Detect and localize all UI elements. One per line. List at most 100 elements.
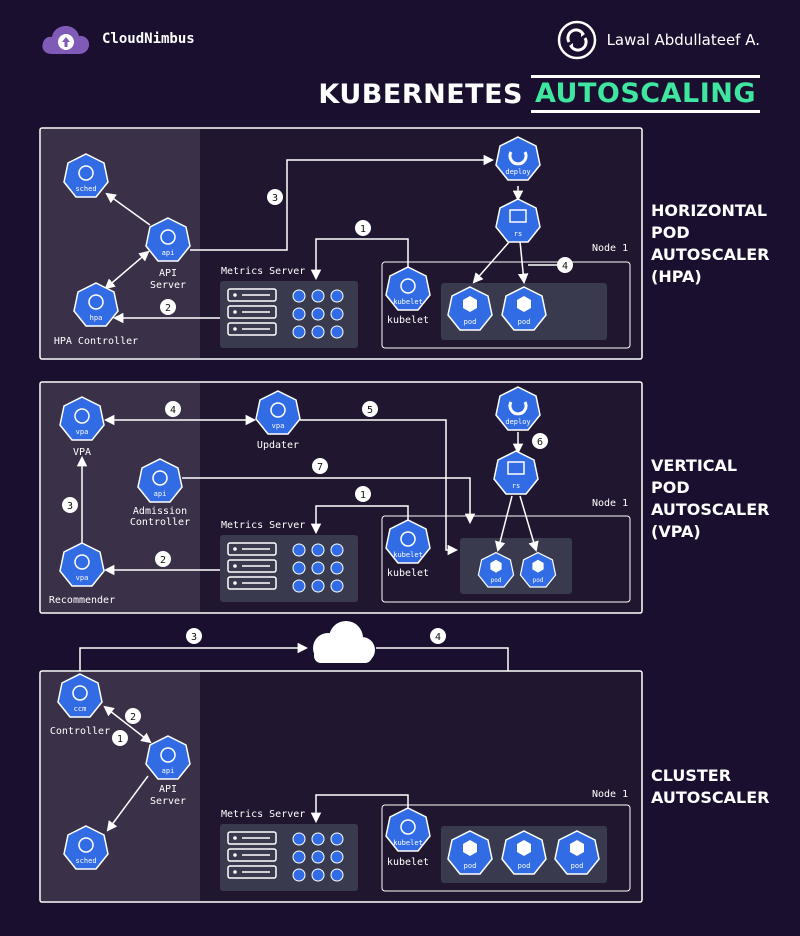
vpa-metrics-label: Metrics Server — [221, 520, 305, 531]
hpa-step-badge: 3 — [267, 189, 283, 205]
admission-line-2: Controller — [130, 517, 190, 528]
svg-text:deploy: deploy — [505, 168, 530, 176]
pod-icon: pod — [501, 830, 547, 875]
hpa-panel: Node 1 Metrics Server — [39, 127, 643, 360]
pod-icon: pod — [519, 551, 557, 588]
cloud-icon — [313, 621, 375, 663]
hpa-icon: hpa — [73, 282, 119, 327]
svg-text:pod: pod — [464, 862, 477, 870]
vpa-step-badge: 4 — [165, 401, 181, 417]
vpa-step-badge: 7 — [312, 458, 328, 474]
svg-text:pod: pod — [518, 318, 531, 326]
svg-text:hpa: hpa — [90, 314, 103, 322]
hpa-section-label: HORIZONTAL POD AUTOSCALER (HPA) — [651, 201, 770, 286]
vpa-step-badge: 3 — [62, 497, 78, 513]
svg-text:3: 3 — [67, 501, 73, 512]
svg-text:4: 4 — [170, 405, 176, 416]
kubelet-icon: kubelet — [385, 266, 431, 311]
svg-text:kubelet: kubelet — [393, 298, 423, 306]
hpa-step-badge: 4 — [557, 257, 573, 273]
svg-text:2: 2 — [165, 303, 171, 314]
brand-name: CloudNimbus — [102, 31, 195, 47]
controller-label: Controller — [50, 726, 110, 737]
svg-text:rs: rs — [514, 230, 522, 238]
vpa-step-badge: 6 — [532, 433, 548, 449]
cloud-upload-icon — [42, 26, 90, 54]
server-rack-icon — [227, 288, 277, 336]
svg-text:3: 3 — [272, 193, 278, 204]
svg-text:pod: pod — [571, 862, 584, 870]
svg-text:1: 1 — [360, 224, 366, 235]
ca-panel: 3 4 Node 1 Metrics Server — [39, 621, 643, 903]
kubelet-label: kubelet — [387, 857, 429, 868]
svg-text:6: 6 — [537, 437, 543, 448]
kubelet-icon: kubelet — [385, 519, 431, 564]
admission-line-1: Admission — [133, 506, 187, 517]
svg-text:vpa: vpa — [76, 428, 89, 436]
svg-text:4: 4 — [435, 632, 441, 643]
recommender-label: Recommender — [49, 595, 115, 606]
svg-text:pod: pod — [464, 318, 477, 326]
server-rack-icon — [227, 542, 277, 590]
brand: CloudNimbus — [40, 22, 195, 56]
pod-icon: pod — [554, 830, 600, 875]
api-icon: api — [137, 458, 183, 503]
sched-icon: sched — [63, 153, 109, 198]
ccm-icon: ccm — [57, 673, 103, 718]
pod-icon: pod — [447, 286, 493, 331]
svg-text:1: 1 — [360, 490, 366, 501]
ca-step-badge: 4 — [430, 628, 446, 644]
hpa-controller-label: HPA Controller — [54, 336, 138, 347]
vpa-step-badge: 2 — [155, 551, 171, 567]
api-server-line-2: Server — [150, 280, 186, 291]
api-server-line-1: API — [159, 784, 177, 795]
svg-text:1: 1 — [117, 734, 123, 745]
svg-text:pod: pod — [533, 577, 544, 584]
hpa-metrics-label: Metrics Server — [221, 266, 305, 277]
title-accent: AUTOSCALING — [530, 75, 760, 113]
metric-dots-icon — [292, 289, 344, 339]
svg-text:5: 5 — [367, 405, 373, 416]
svg-text:api: api — [162, 767, 175, 775]
vpa-icon: vpa — [59, 396, 105, 441]
hpa-step-badge: 1 — [355, 220, 371, 236]
svg-text:7: 7 — [317, 462, 323, 473]
svg-text:vpa: vpa — [272, 422, 285, 430]
vpa-panel: Node 1 Metrics Server — [39, 381, 643, 614]
api-icon: api — [145, 217, 191, 262]
updater-label: Updater — [257, 440, 299, 451]
svg-text:pod: pod — [491, 577, 502, 584]
ca-metrics-label: Metrics Server — [221, 809, 305, 820]
svg-text:pod: pod — [518, 862, 531, 870]
svg-text:api: api — [154, 490, 167, 498]
svg-text:api: api — [162, 249, 175, 257]
rs-icon: rs — [493, 450, 539, 495]
kubelet-icon: kubelet — [385, 807, 431, 852]
svg-text:ccm: ccm — [74, 705, 87, 713]
vpa-node-label: Node 1 — [592, 498, 628, 509]
svg-text:sched: sched — [75, 857, 96, 865]
svg-text:kubelet: kubelet — [393, 551, 423, 559]
svg-text:2: 2 — [160, 555, 166, 566]
svg-text:4: 4 — [562, 261, 568, 272]
vpa-icon: vpa — [59, 542, 105, 587]
pod-icon: pod — [477, 551, 515, 588]
deploy-icon: deploy — [495, 386, 541, 431]
main-title: KUBERNETES AUTOSCALING — [318, 74, 760, 114]
metric-dots-icon — [292, 543, 344, 593]
svg-text:vpa: vpa — [76, 574, 89, 582]
ca-step-badge: 3 — [186, 628, 202, 644]
svg-text:sched: sched — [75, 185, 96, 193]
hpa-node-label: Node 1 — [592, 243, 628, 254]
pod-icon: pod — [447, 830, 493, 875]
svg-text:kubelet: kubelet — [393, 839, 423, 847]
deploy-icon: deploy — [495, 136, 541, 181]
ca-step-badge: 2 — [125, 708, 141, 724]
ca-step-badge: 1 — [112, 730, 128, 746]
vpa-section-label: VERTICAL POD AUTOSCALER (VPA) — [651, 456, 770, 541]
rs-icon: rs — [495, 198, 541, 243]
svg-text:rs: rs — [512, 482, 520, 490]
